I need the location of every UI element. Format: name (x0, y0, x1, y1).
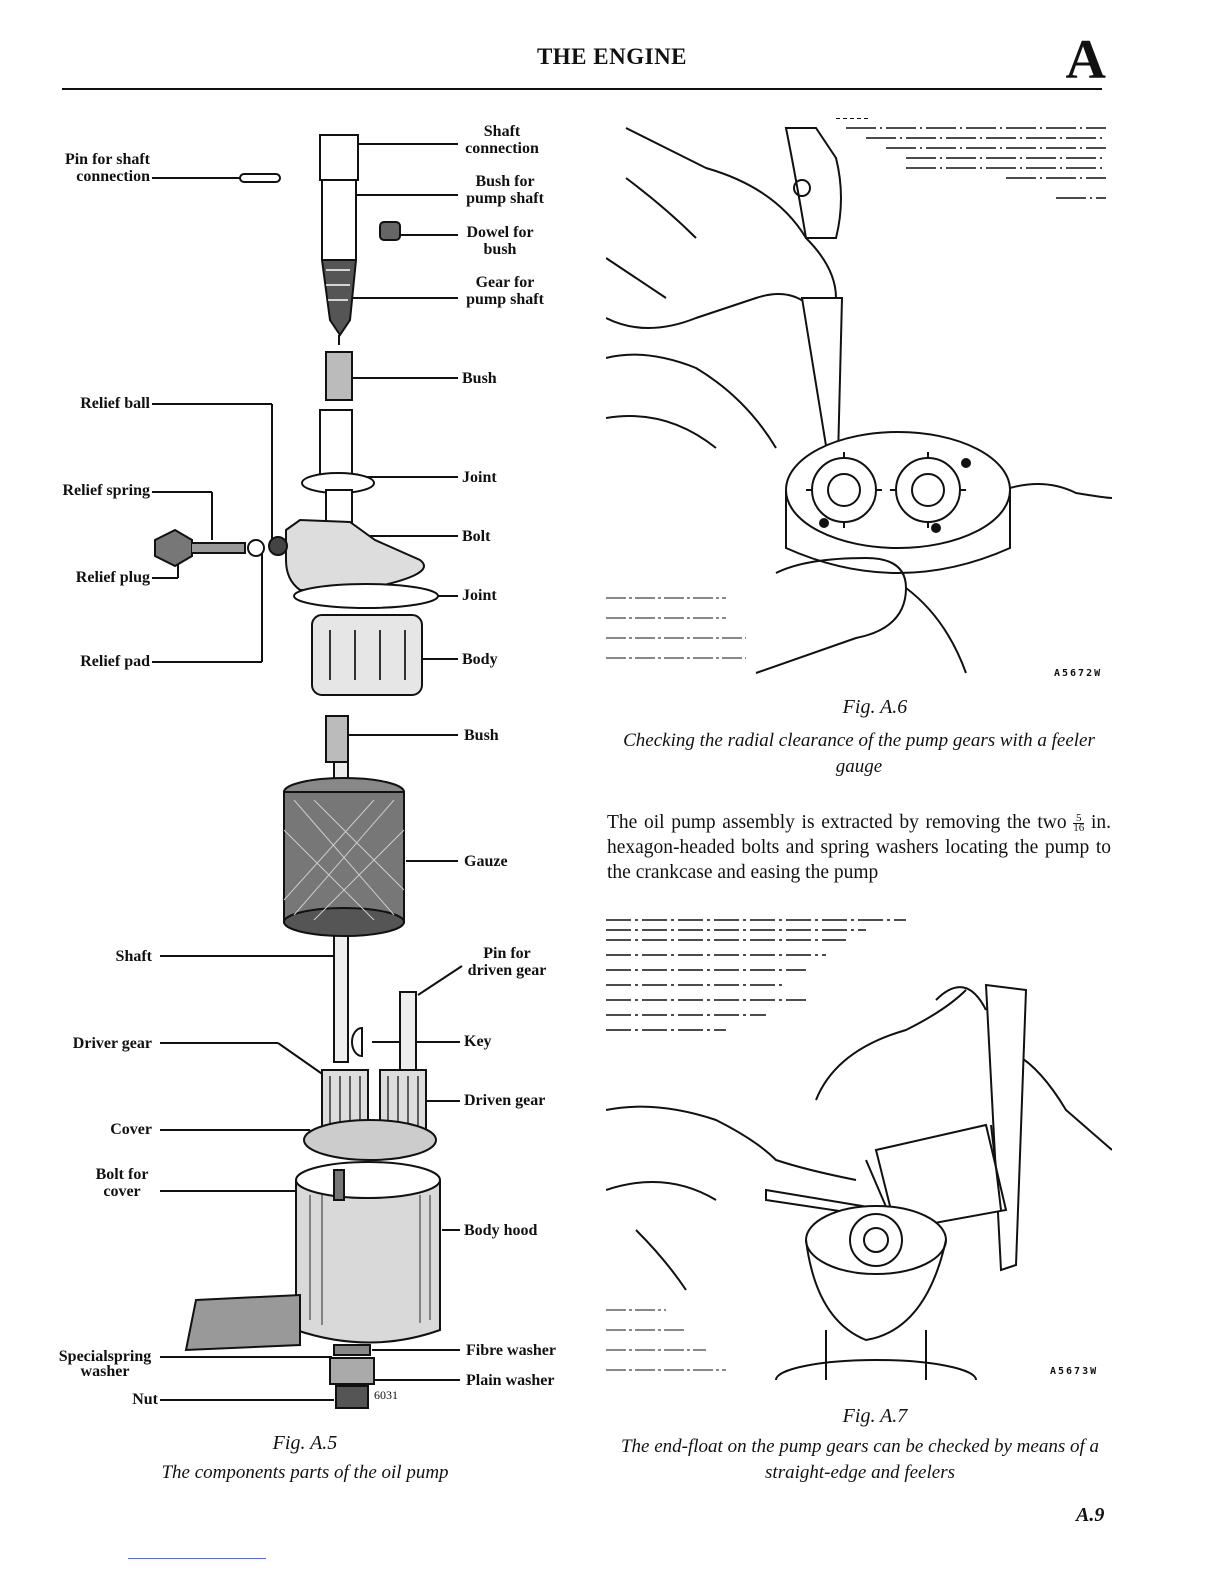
label-cover: Cover (110, 1121, 152, 1138)
label-driver-gear: Driver gear (72, 1035, 152, 1052)
label-body-hood: Body hood (464, 1222, 538, 1239)
label-gauze: Gauze (464, 853, 508, 870)
page-title: THE ENGINE (536, 44, 688, 69)
fig-a6-caption: Checking the radial clearance of the pum… (623, 730, 1095, 777)
label-bolt: Bolt (462, 528, 491, 545)
fig-a7-illustration (606, 919, 1112, 1380)
label-fibre-washer: Fibre washer (466, 1342, 556, 1359)
label-pin-driven-gear: Pin for driven gear (467, 945, 547, 979)
fig-a5-caption: The components parts of the oil pump (161, 1462, 449, 1483)
label-joint-2: Joint (462, 587, 497, 604)
label-body: Body (462, 651, 498, 668)
label-shaft-connection: Shaft connection (465, 123, 539, 157)
drawing-number: 6031 (374, 1388, 398, 1402)
label-driven-gear: Driven gear (464, 1092, 546, 1109)
footer-line (128, 1558, 266, 1559)
fig-a5-label: Fig. A.5 (272, 1432, 338, 1454)
label-bolt-cover: Bolt for cover (95, 1166, 149, 1200)
label-plain-washer: Plain washer (466, 1372, 555, 1389)
label-dowel-bush: Dowel for bush (466, 224, 534, 258)
fig-a7-code: A5673W (1050, 1366, 1099, 1377)
fig-a7-label: Fig. A.7 (842, 1405, 908, 1427)
fig-a7-caption: The end-float on the pump gears can be c… (620, 1436, 1100, 1483)
label-special-spring-washer: Specialspring washer (58, 1348, 152, 1380)
fig-a6-code: A5672W (1054, 668, 1103, 679)
header-rule (62, 88, 1102, 90)
label-relief-pad: Relief pad (80, 653, 150, 670)
oil-pump-exploded-drawing (152, 134, 463, 1409)
section-letter: A (1065, 29, 1106, 91)
label-nut: Nut (132, 1391, 158, 1408)
body-paragraph: The oil pump assembly is extracted by re… (607, 812, 1112, 883)
fig-a6-label: Fig. A.6 (842, 696, 908, 718)
label-shaft: Shaft (115, 948, 152, 965)
label-key: Key (464, 1033, 492, 1050)
label-relief-spring: Relief spring (62, 482, 150, 499)
label-joint-1: Joint (462, 469, 497, 486)
fig-a6-illustration (606, 118, 1112, 674)
label-relief-ball: Relief ball (80, 395, 150, 412)
page-number: A.9 (1076, 1504, 1105, 1526)
label-gear-pump-shaft: Gear for pump shaft (466, 274, 544, 308)
label-bush-pump-shaft: Bush for pump shaft (466, 173, 544, 207)
label-bush-2: Bush (464, 727, 499, 744)
label-pin-shaft-connection: Pin for shaft connection (64, 151, 150, 185)
label-relief-plug: Relief plug (75, 569, 150, 586)
label-bush-1: Bush (462, 370, 497, 387)
